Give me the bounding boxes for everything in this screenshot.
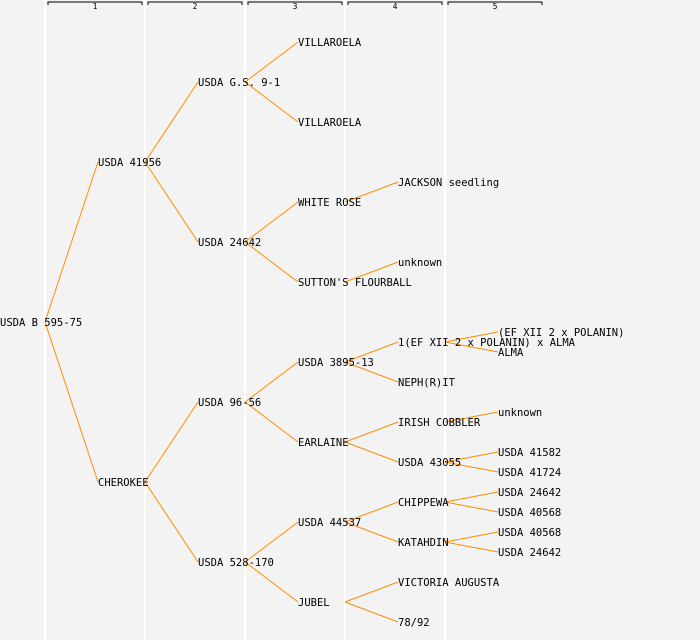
pedigree-node: VILLAROELA (298, 117, 362, 129)
pedigree-node: JACKSON seedling (398, 177, 499, 189)
generation-headers: 1 2 3 4 5 (47, 1, 543, 11)
connector-line (244, 561, 299, 603)
pedigree-node: USDA 44537 (298, 517, 361, 529)
connector-line (344, 421, 399, 443)
generation-columns (44, 0, 446, 640)
connector-line (444, 451, 499, 463)
pedigree-node-link[interactable]: WHITE ROSE (298, 197, 361, 209)
connector-line (344, 601, 399, 623)
pedigree-node: USDA 96-56 (198, 397, 261, 409)
connector-line (144, 401, 199, 483)
connector-line (344, 581, 399, 603)
connector-line (244, 521, 299, 563)
pedigree-node: ALMA (498, 347, 524, 359)
connector-line (244, 81, 299, 123)
pedigree-node-link[interactable]: IRISH COBBLER (398, 417, 481, 429)
connector-line (344, 441, 399, 463)
pedigree-node: USDA G.S. 9-1 (198, 77, 280, 89)
connector-line (44, 321, 99, 483)
connector-line (344, 501, 399, 523)
pedigree-node: USDA 41956 (98, 157, 161, 169)
pedigree-node: unknown (398, 257, 442, 269)
connector-line (444, 531, 499, 543)
pedigree-node: CHIPPEWA (398, 497, 449, 509)
pedigree-node: USDA B 595-75 (0, 317, 82, 329)
generation-bracket (47, 1, 143, 5)
connector-line (144, 161, 199, 243)
connector-line (344, 361, 399, 383)
generation-label: 1 (93, 2, 98, 11)
pedigree-node: USDA 24642 (498, 547, 561, 559)
pedigree-node: USDA 40568 (498, 527, 561, 539)
pedigree-node: 1(EF XII 2 x POLANIN) x ALMA (398, 337, 576, 349)
pedigree-node: USDA 528-170 (198, 557, 274, 569)
connector-line (144, 81, 199, 163)
pedigree-node: CHEROKEE (98, 477, 149, 489)
generation-label: 3 (293, 2, 298, 11)
connector-line (244, 361, 299, 403)
connector-line (444, 411, 499, 423)
connector-line (44, 161, 99, 323)
pedigree-node: 78/92 (398, 617, 430, 629)
connector-line (444, 341, 499, 353)
pedigree-node: USDA 43055 (398, 457, 461, 469)
connector-line (244, 401, 299, 443)
pedigree-node: unknown (498, 407, 542, 419)
pedigree-node: USDA 3895-13 (298, 357, 374, 369)
pedigree-node: EARLAINE (298, 437, 349, 449)
generation-bracket (447, 1, 543, 5)
pedigree-node: NEPH(R)IT (398, 377, 456, 389)
generation-label: 5 (493, 2, 498, 11)
pedigree-node: USDA 41724 (498, 467, 561, 479)
connector-line (344, 341, 399, 363)
pedigree-node: JUBEL (298, 597, 330, 609)
connector-line (444, 541, 499, 553)
connector-line (444, 331, 499, 343)
pedigree-node: USDA 40568 (498, 507, 561, 519)
connector-lines (44, 41, 499, 623)
pedigree-node: (EF XII 2 x POLANIN) (498, 327, 624, 339)
connector-line (244, 41, 299, 83)
pedigree-node: VILLAROELA (298, 37, 362, 49)
connector-line (244, 201, 299, 243)
pedigree-node: USDA 24642 (498, 487, 561, 499)
connector-line (344, 261, 399, 283)
connector-line (444, 501, 499, 513)
generation-bracket (347, 1, 443, 5)
generation-label: 2 (193, 2, 198, 11)
connector-line (144, 481, 199, 563)
generation-bracket (247, 1, 343, 5)
generation-label: 4 (393, 2, 398, 11)
pedigree-node: VICTORIA AUGUSTA (398, 577, 500, 589)
pedigree-node: USDA 41582 (498, 447, 561, 459)
pedigree-node: USDA 24642 (198, 237, 261, 249)
pedigree-node: KATAHDIN (398, 537, 449, 549)
connector-line (444, 491, 499, 503)
generation-bracket (147, 1, 243, 5)
connector-line (244, 241, 299, 283)
pedigree-node: SUTTON'S FLOURBALL (298, 277, 412, 289)
connector-line (444, 461, 499, 473)
connector-line (344, 521, 399, 543)
connector-line (344, 181, 399, 203)
